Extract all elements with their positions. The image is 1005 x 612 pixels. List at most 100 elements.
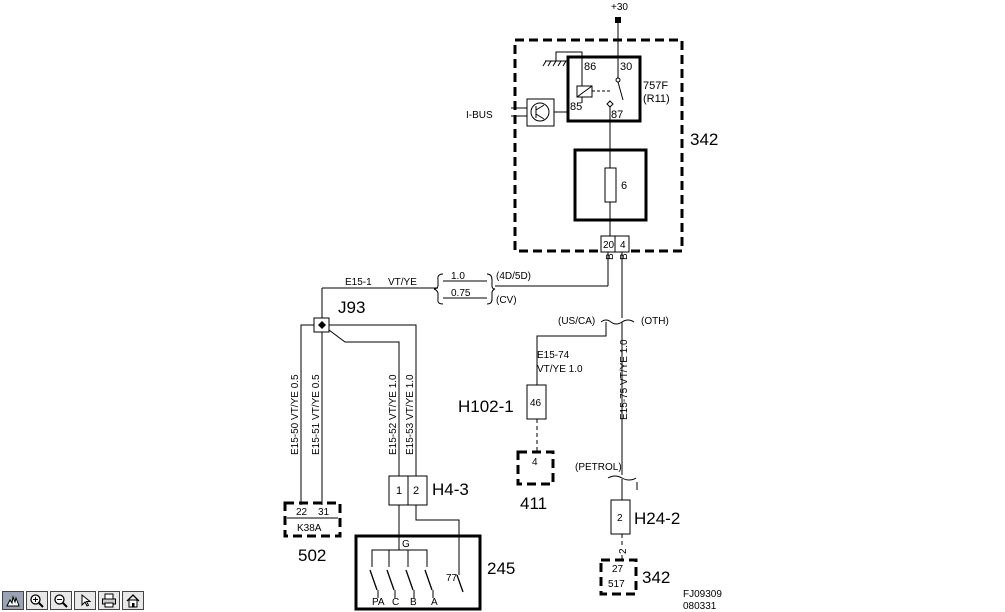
unit-517-box <box>599 558 638 596</box>
switch-a-label: A <box>431 597 438 608</box>
pan-button[interactable] <box>2 591 24 610</box>
ground-hatch <box>562 60 567 67</box>
h4-3-pin-1: 1 <box>396 485 402 497</box>
pin-30: 30 <box>620 61 632 73</box>
toolbar <box>2 591 144 611</box>
ibus-label: I-BUS <box>466 110 493 121</box>
pin-517: 517 <box>608 579 625 590</box>
supply-terminal <box>615 17 621 23</box>
wire-e15-50-label: E15-50 VT/YE 0.5 <box>290 374 301 455</box>
ground-hatch <box>557 60 562 67</box>
pin-86: 86 <box>584 61 596 73</box>
print-icon <box>102 593 116 608</box>
ground-hatch <box>542 60 547 67</box>
zoom-out-icon <box>54 594 68 608</box>
contact-87 <box>606 100 614 108</box>
transistor-e <box>535 113 545 120</box>
size-0-75: 0.75 <box>451 288 471 299</box>
supply-label: +30 <box>611 2 628 13</box>
wire-e15-1-color: VT/YE <box>388 277 417 288</box>
unit-502-label: 502 <box>298 546 326 565</box>
switch-a <box>424 569 433 591</box>
switch-b-label: B <box>410 597 417 608</box>
hand-icon <box>6 594 20 606</box>
b-label-2: B <box>619 253 630 260</box>
transistor-c <box>535 104 545 111</box>
petrol-split <box>607 475 637 481</box>
pin-4: 4 <box>620 240 626 251</box>
h4-3-label: H4-3 <box>432 480 469 499</box>
relay-id: 757F <box>643 80 668 92</box>
wire-e15-50 <box>300 324 314 505</box>
switch-pa-label: PA <box>372 597 385 608</box>
wire-e15-1-label: E15-1 <box>345 277 372 288</box>
zoom-out-button[interactable] <box>50 591 72 610</box>
left-brace <box>433 273 444 305</box>
pin-20: 20 <box>603 240 615 251</box>
fuse-icon <box>604 167 617 203</box>
home-button[interactable] <box>122 591 144 610</box>
usca-label: (US/CA) <box>558 316 595 327</box>
wire-e15-52 <box>328 329 400 476</box>
unit-245-label: 245 <box>487 559 515 578</box>
ground-hatch <box>552 60 557 67</box>
b-label-1: B <box>605 253 616 260</box>
switch-77-label: 77 <box>446 573 458 584</box>
k38a-box <box>283 501 342 538</box>
pointer-icon <box>81 593 92 607</box>
wire-e15-53-label: E15-53 VT/YE 1.0 <box>405 374 416 455</box>
switch-bus <box>371 549 428 567</box>
oth-label: (OTH) <box>641 316 669 327</box>
switch-pa <box>369 569 378 591</box>
relay-box <box>566 55 642 123</box>
variant-cv: (CV) <box>496 295 517 306</box>
wire-77 <box>415 505 460 575</box>
pin-46: 46 <box>530 398 542 409</box>
select-button[interactable] <box>74 591 96 610</box>
wire-e15-75-label: E15-75 VT/YE 1.0 <box>619 339 630 420</box>
variant-split <box>600 319 635 325</box>
pin-85: 85 <box>570 101 582 113</box>
ground-wire <box>555 51 583 63</box>
h24-2-label: H24-2 <box>634 509 680 528</box>
coil-slash <box>576 85 593 98</box>
transistor-icon <box>530 102 550 122</box>
home-icon <box>126 594 140 608</box>
k38a-label: K38A <box>297 523 322 534</box>
k38a-pin-31: 31 <box>318 507 330 518</box>
relay-sub: (R11) <box>643 93 670 105</box>
h24-small-label: 2 <box>618 548 629 554</box>
wire-e15-74-label: E15-74 <box>537 350 570 361</box>
zoom-in-icon <box>30 594 44 608</box>
h24-2-connector <box>610 499 631 535</box>
wire-e15-52-label: E15-52 VT/YE 1.0 <box>388 374 399 455</box>
wire-e15-53 <box>329 324 417 476</box>
h4-3-pin-2: 2 <box>413 485 419 497</box>
k38a-pin-22: 22 <box>296 507 308 518</box>
switch-c-label: C <box>392 597 399 608</box>
ground-hatch <box>547 60 552 67</box>
wire-e15-74-spec: VT/YE 1.0 <box>537 364 583 375</box>
switch-b <box>405 569 414 591</box>
h24-2-pin: 2 <box>617 513 623 524</box>
h102-1-label: H102-1 <box>458 397 514 416</box>
unit-411-label: 411 <box>520 494 547 513</box>
switch-c <box>386 569 395 591</box>
j93-label: J93 <box>338 298 365 317</box>
relay-contact <box>617 81 624 101</box>
diagram-date: 080331 <box>683 601 717 612</box>
unit-411-pin: 4 <box>532 457 538 468</box>
zoom-in-button[interactable] <box>26 591 48 610</box>
petrol-label: (PETROL) <box>575 462 622 473</box>
splice-dot <box>318 321 326 329</box>
switch-77 <box>456 574 464 593</box>
unit-411-box <box>516 450 555 486</box>
diagram-code: FJ09309 <box>683 589 722 600</box>
variant-4d5d: (4D/5D) <box>496 271 531 282</box>
fuse-number: 6 <box>621 180 627 192</box>
pin-27: 27 <box>612 564 624 575</box>
wire-e15-74 <box>536 322 607 385</box>
unit-342-label: 342 <box>690 130 718 149</box>
print-button[interactable] <box>98 591 120 610</box>
